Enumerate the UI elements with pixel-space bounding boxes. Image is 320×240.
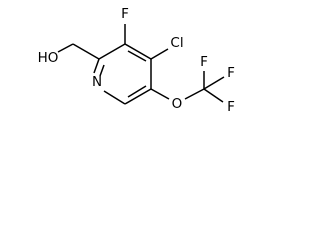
double-bond-c3-c4 — [127, 50, 147, 62]
ether-oxygen-label: O — [172, 96, 183, 112]
bond-c5-o — [150, 88, 170, 100]
bond-c6-n — [103, 90, 126, 105]
chlorine-label: Cl — [170, 35, 183, 51]
bond-o-cf3 — [184, 88, 205, 100]
bond-c2-c3 — [98, 43, 126, 60]
chemical-structure-diagram: HO F Cl N O F F F — [38, 6, 235, 115]
cf3-fluorine-top-label: F — [200, 54, 208, 70]
bond-c3-c4 — [124, 43, 152, 60]
double-bond-c5-c6 — [127, 85, 147, 98]
bond-cf3-f-bottom — [203, 88, 224, 103]
cf3-fluorine-bottom-label: F — [227, 99, 235, 115]
ring-fluorine-label: F — [121, 6, 129, 22]
bond-c2-ch2 — [72, 43, 100, 60]
cf3-fluorine-right-label: F — [227, 65, 235, 81]
hydroxyl-label: HO — [38, 50, 59, 66]
nitrogen-label: N — [92, 74, 102, 90]
bond-c4-cl — [150, 48, 169, 60]
bond-cf3-f-right — [203, 76, 225, 90]
bond-c5-c6 — [124, 88, 152, 105]
bond-n-c2 — [93, 58, 100, 74]
double-bond-n-c2 — [99, 64, 105, 77]
bond-ch2-oh — [57, 43, 74, 53]
